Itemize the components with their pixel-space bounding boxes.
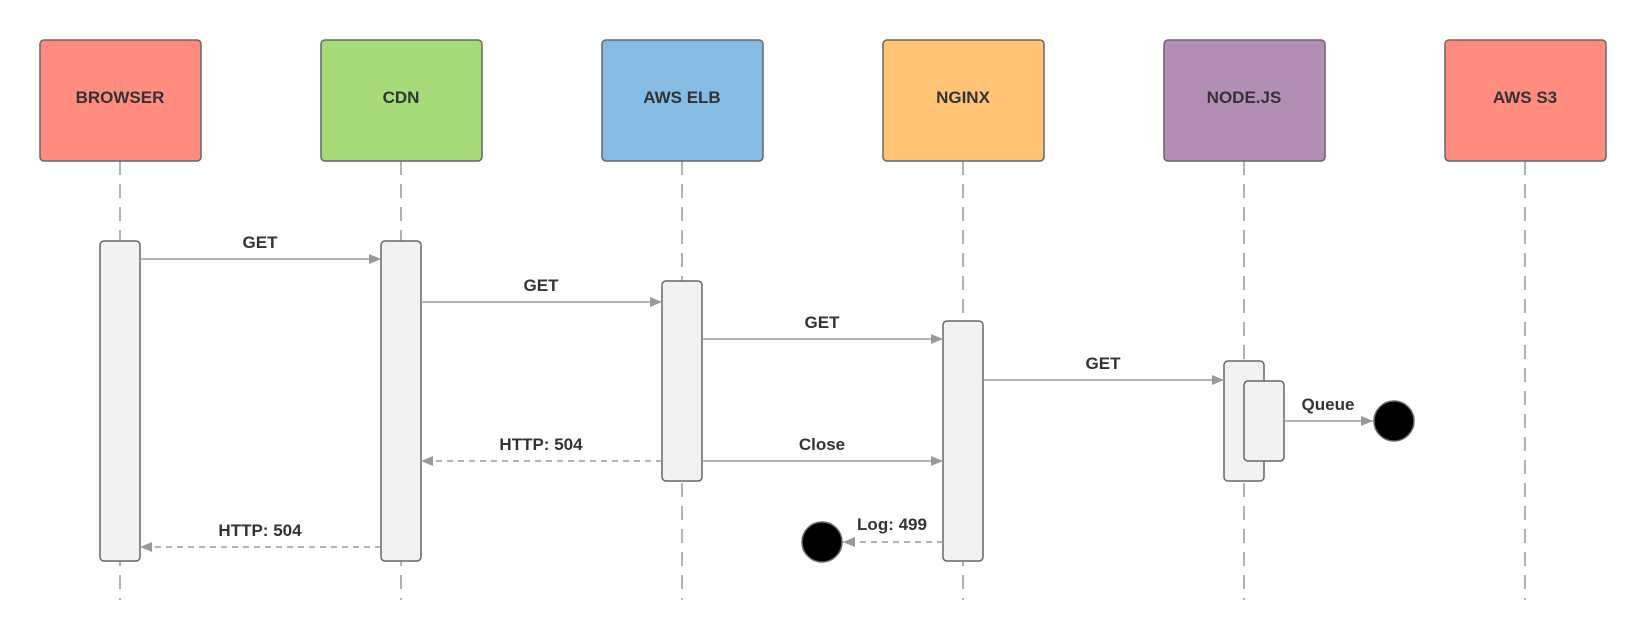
participant-box bbox=[882, 39, 1045, 162]
activations bbox=[99, 240, 1285, 562]
participant-box bbox=[39, 39, 202, 162]
message-label: GET bbox=[243, 233, 279, 252]
participant-nodejs[interactable]: NODE.JS bbox=[1163, 39, 1326, 162]
message-http-504-elb-cdn: HTTP: 504 bbox=[421, 435, 662, 466]
message-label: GET bbox=[524, 276, 560, 295]
message-close: Close bbox=[702, 435, 943, 466]
participant-box bbox=[601, 39, 764, 162]
participant-label: NGINX bbox=[936, 88, 991, 107]
activation-cdn bbox=[380, 240, 422, 562]
message-label: Close bbox=[799, 435, 845, 454]
message-queue: Queue bbox=[1284, 395, 1415, 442]
participant-nginx[interactable]: NGINX bbox=[882, 39, 1045, 162]
activation-nginx bbox=[942, 320, 984, 562]
participant-box bbox=[1163, 39, 1326, 162]
message-http-504-cdn-browser: HTTP: 504 bbox=[140, 521, 381, 552]
message-label: GET bbox=[1086, 354, 1122, 373]
participant-aws-s3[interactable]: AWS S3 bbox=[1444, 39, 1607, 162]
queue-endpoint-icon bbox=[1373, 400, 1415, 442]
participant-label: NODE.JS bbox=[1207, 88, 1282, 107]
participant-browser[interactable]: BROWSER bbox=[39, 39, 202, 162]
activation-elb bbox=[661, 280, 703, 482]
message-label: GET bbox=[805, 313, 841, 332]
participant-label: CDN bbox=[383, 88, 420, 107]
log-endpoint-icon bbox=[801, 521, 843, 563]
message-get-elb-nginx: GET bbox=[702, 313, 943, 344]
participant-box bbox=[1444, 39, 1607, 162]
message-get-browser-cdn: GET bbox=[140, 233, 381, 264]
message-label: Queue bbox=[1302, 395, 1355, 414]
message-get-nginx-node: GET bbox=[983, 354, 1224, 385]
activation-browser bbox=[99, 240, 141, 562]
participant-cdn[interactable]: CDN bbox=[320, 39, 483, 162]
activation-node-nested bbox=[1243, 380, 1285, 462]
message-label: HTTP: 504 bbox=[499, 435, 583, 454]
participant-label: AWS S3 bbox=[1493, 88, 1557, 107]
message-log-499: Log: 499 bbox=[801, 515, 943, 563]
participant-box bbox=[320, 39, 483, 162]
participant-aws-elb[interactable]: AWS ELB bbox=[601, 39, 764, 162]
participant-label: AWS ELB bbox=[643, 88, 720, 107]
message-label: Log: 499 bbox=[857, 515, 927, 534]
participant-label: BROWSER bbox=[76, 88, 165, 107]
message-label: HTTP: 504 bbox=[218, 521, 302, 540]
message-get-cdn-elb: GET bbox=[421, 276, 662, 307]
